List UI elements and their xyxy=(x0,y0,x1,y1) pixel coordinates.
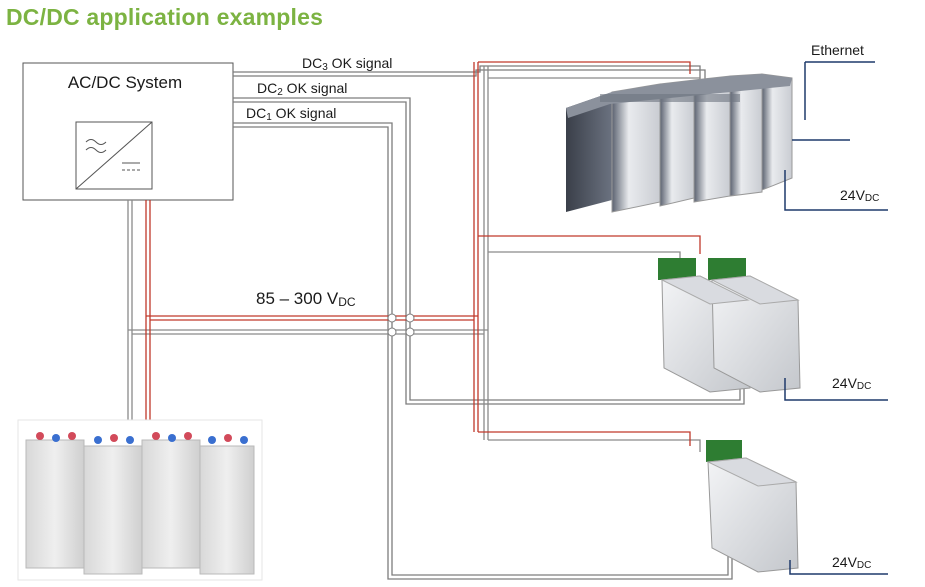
dc2-ok-signal-label: DC2 OK signal xyxy=(257,80,347,98)
dc-dc-converter-image xyxy=(706,440,799,573)
positive-bus-wires xyxy=(145,61,701,446)
bus-voltage-label: 85 – 300 VDC xyxy=(256,289,356,309)
output-voltage-label-3: 24VDC xyxy=(832,554,871,571)
ac-dc-converter-icon xyxy=(75,121,153,190)
output-voltage-label-1: 24VDC xyxy=(840,187,879,204)
ac-dc-system-label: AC/DC System xyxy=(68,73,182,92)
battery-bank-image xyxy=(17,419,263,581)
ethernet-label: Ethernet xyxy=(811,42,864,58)
dc-dc-converter-pair-image xyxy=(658,258,801,393)
ac-dc-system-box: AC/DC System xyxy=(22,62,234,201)
wire-crossings xyxy=(387,313,415,337)
dc-dc-rack-image xyxy=(566,61,875,213)
dc3-ok-signal-label: DC3 OK signal xyxy=(302,55,392,73)
output-voltage-label-2: 24VDC xyxy=(832,375,871,392)
negative-bus-wires xyxy=(127,66,701,452)
output-wires xyxy=(784,170,888,575)
battery-terminals xyxy=(36,432,248,444)
dc1-ok-signal-label: DC1 OK signal xyxy=(246,105,336,123)
page-title: DC/DC application examples xyxy=(6,4,324,30)
